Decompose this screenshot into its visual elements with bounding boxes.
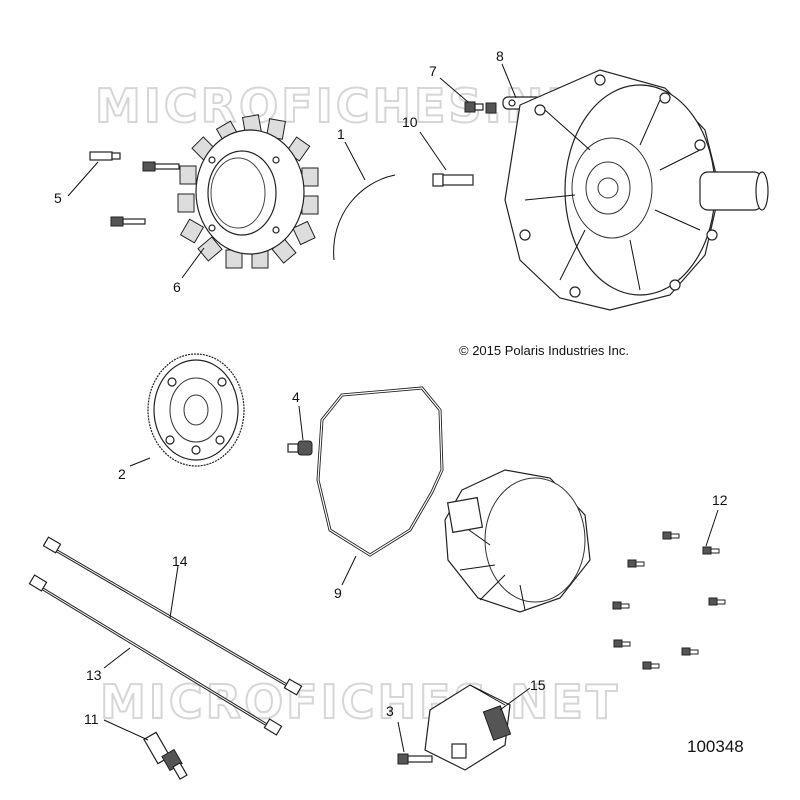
module-part [424,684,512,771]
callout-13: 13 [86,667,102,683]
callout-5: 5 [54,190,62,206]
callout-3: 3 [386,703,394,719]
callout-7: 7 [429,63,437,79]
copyright-text: © 2015 Polaris Industries Inc. [459,343,629,358]
gasket-part [316,386,444,557]
stator-part [177,114,319,269]
fitting-part [432,173,474,187]
callout-15: 15 [530,677,546,693]
cable-14-part [42,536,303,696]
callout-2: 2 [118,466,126,482]
inner-cover-part [444,469,591,613]
callout-12: 12 [712,492,728,508]
flywheel-part [147,353,245,467]
callout-14: 14 [172,553,188,569]
callout-6: 6 [173,279,181,295]
callout-1: 1 [337,126,345,142]
cover-housing-part [504,69,769,311]
bolt-3-part [397,753,433,765]
spark-plug-part [143,731,188,780]
cable-13-part [28,574,283,736]
figure-number: 100348 [687,737,744,756]
leader-lines [67,63,719,753]
watermark-bottom: MICROFICHES.NET [100,675,620,729]
callout-4: 4 [292,389,300,405]
screw-12-group [612,531,726,670]
callout-10: 10 [402,114,418,130]
callout-11: 11 [84,711,99,727]
screw-7-group [464,101,497,114]
bolt-4-part [287,440,313,456]
screw-5-group [89,151,180,227]
callout-8: 8 [496,48,504,64]
wire-part [333,174,396,261]
callout-9: 9 [334,585,342,601]
